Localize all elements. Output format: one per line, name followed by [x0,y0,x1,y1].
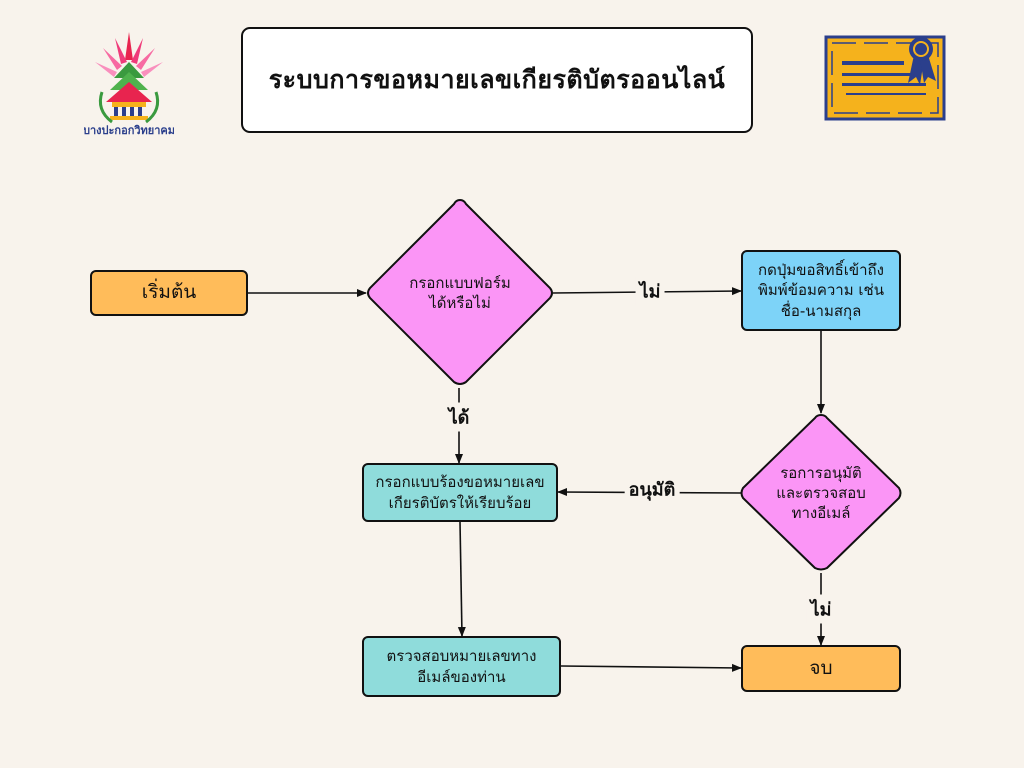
logo-text: บางปะกอกวิทยาคม [84,124,174,137]
end-node: จบ [741,645,901,692]
request-access-label: กดปุ่มขอสิทธิ์เข้าถึง พิมพ์ข้อมความ เช่น… [758,261,884,320]
title-box: ระบบการขอหมายเลขเกียรติบัตรออนไลน์ [241,27,753,133]
decision-form-node: กรอกแบบฟอร์ม ได้หรือไม่ [366,198,554,388]
start-node: เริ่มต้น [90,270,248,316]
edge-label-no-right: ไม่ [806,594,836,624]
edge-label-no-top: ไม่ [635,276,665,306]
decision-form-label: กรอกแบบฟอร์ม ได้หรือไม่ [409,273,511,312]
school-emblem-icon: บางปะกอกวิทยาคม [84,32,174,137]
fill-request-label: กรอกแบบร้องขอหมายเลข เกียรติบัตรให้เรียบ… [375,473,545,512]
page-title: ระบบการขอหมายเลขเกียรติบัตรออนไลน์ [268,65,726,94]
check-email-label: ตรวจสอบหมายเลขทาง อีเมล์ของท่าน [386,647,537,686]
edge-check-to-end [560,663,742,672]
edge-label-approved: อนุมัติ [624,474,680,504]
edge-fill-to-check [457,521,466,637]
start-label: เริ่มต้น [141,281,197,304]
end-label: จบ [809,656,833,679]
decision-approve-node: รอการอนุมัติ และตรวจสอบ ทางอีเมล์ [739,413,903,573]
request-access-node: กดปุ่มขอสิทธิ์เข้าถึง พิมพ์ข้อมความ เช่น… [741,250,901,331]
decision-approve-label: รอการอนุมัติ และตรวจสอบ ทางอีเมล์ [776,463,866,523]
edge-label-yes: ได้ [444,402,474,432]
certificate-icon [824,35,946,121]
check-email-node: ตรวจสอบหมายเลขทาง อีเมล์ของท่าน [362,636,561,697]
fill-request-node: กรอกแบบร้องขอหมายเลข เกียรติบัตรให้เรียบ… [362,463,558,522]
